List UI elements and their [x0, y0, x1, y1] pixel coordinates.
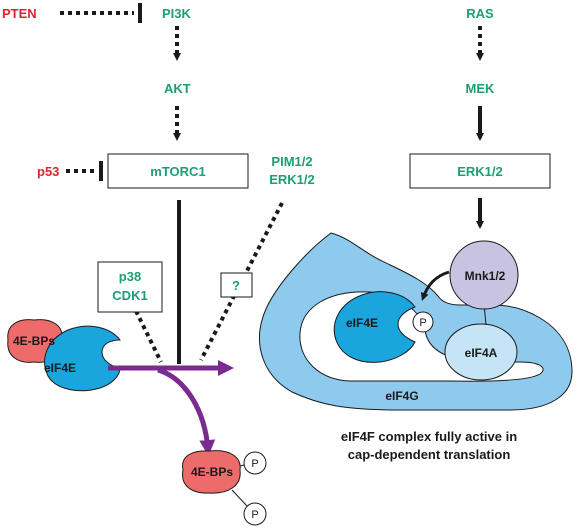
bp-bound-label: 4E-BPs — [13, 334, 55, 348]
p38-cdk1-box — [97, 261, 163, 313]
mnk-curved-arrow — [420, 270, 450, 301]
pim-label-line2: ERK1/2 — [269, 172, 315, 187]
phospho-circle-released-1 — [243, 451, 267, 475]
release-arrow-down — [157, 367, 216, 456]
p53-label: p53 — [37, 164, 59, 179]
erk-label: ERK1/2 — [457, 164, 503, 179]
mek-label: MEK — [466, 81, 496, 96]
eif4a-label: eIF4A — [465, 346, 498, 360]
bp-released-shape — [182, 450, 241, 494]
pim-label-line1: PIM1/2 — [271, 154, 312, 169]
mtorc1-label: mTORC1 — [150, 164, 205, 179]
cdk1-label: CDK1 — [112, 288, 147, 303]
question-box — [220, 272, 253, 298]
mtorc1-box — [107, 153, 249, 189]
eif4e-complex-label: eIF4E — [346, 316, 378, 330]
ras-label: RAS — [466, 6, 494, 21]
eif4a-shape — [444, 323, 518, 381]
bp-released-label: 4E-BPs — [191, 465, 233, 479]
caption-line1: eIF4F complex fully active in — [341, 429, 517, 444]
phospho-circle-complex — [412, 311, 434, 333]
phospho-label-complex: P — [419, 317, 426, 329]
mnk-circle — [449, 240, 519, 310]
caption-line2: cap-dependent translation — [348, 447, 511, 462]
pi3k-label: PI3K — [162, 6, 192, 21]
question-label: ? — [232, 278, 240, 293]
phospho-label-released-2: P — [251, 509, 258, 521]
erk-box — [409, 153, 551, 189]
phospho-label-released-1: P — [251, 458, 258, 470]
p38-label: p38 — [119, 269, 141, 284]
eif4g-shape — [259, 232, 573, 411]
mnk-label: Mnk1/2 — [465, 269, 506, 283]
p38-dotted-line — [134, 310, 163, 363]
phospho-circle-released-2 — [243, 502, 267, 526]
eif4g-label: eIF4G — [385, 389, 418, 403]
phospho-link-1 — [239, 464, 245, 467]
akt-label: AKT — [164, 81, 191, 96]
phospho-link-2 — [231, 489, 248, 507]
eif4e-complex-shape — [333, 291, 416, 363]
pten-label: PTEN — [2, 6, 37, 21]
eif4e-bound-shape — [44, 325, 122, 392]
eif4e-bound-label: eIF4E — [44, 361, 76, 375]
